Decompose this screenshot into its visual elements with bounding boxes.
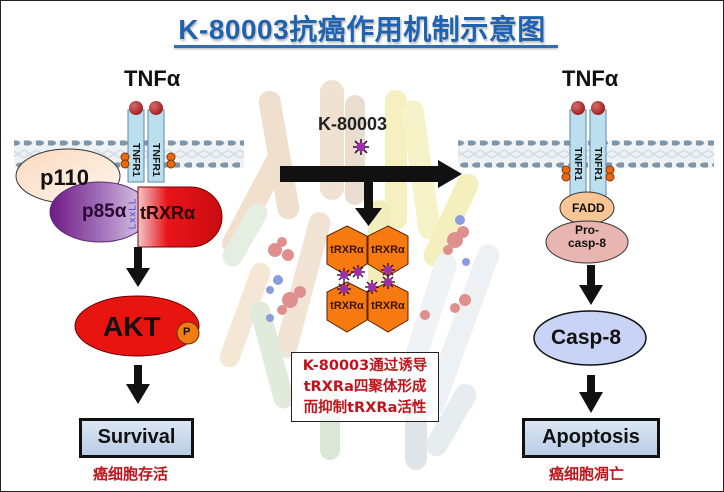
tnfa-label-left: TNFα bbox=[124, 66, 181, 91]
p85a-label: p85α bbox=[82, 201, 127, 222]
trxra-hexagon bbox=[367, 281, 409, 333]
title-underline bbox=[174, 45, 558, 48]
arrow-down-icon bbox=[126, 247, 150, 287]
lxxll-motif-label: LxxLL bbox=[127, 197, 139, 230]
caspase-8-protein bbox=[533, 310, 647, 366]
tnfr1-receptor-right-1 bbox=[569, 101, 587, 199]
arrow-down-icon bbox=[355, 182, 382, 226]
note-line: tRXRa四聚体形成 bbox=[303, 379, 427, 395]
arrow-down-icon bbox=[579, 375, 603, 413]
p110-label: p110 bbox=[40, 165, 89, 190]
pro-caspase-8-line: Pro- bbox=[575, 223, 599, 237]
tnfa-label-right: TNFα bbox=[562, 66, 619, 91]
tetramer-label-4: tRXRα bbox=[371, 300, 405, 312]
pro-caspase-8-line: casp-8 bbox=[567, 236, 607, 250]
akt-label: AKT bbox=[103, 311, 161, 342]
arrow-right-icon bbox=[280, 160, 462, 188]
note-line: 而抑制tRXRa活性 bbox=[303, 400, 427, 416]
apoptosis-box: Apoptosis bbox=[522, 418, 660, 458]
pro-caspase-8-label: Pro- casp-8 bbox=[566, 224, 608, 250]
tetramer-label-1: tRXRα bbox=[330, 244, 364, 256]
mechanism-note-box: K-80003通过诱导 tRXRa四聚体形成 而抑制tRXRa活性 bbox=[291, 352, 439, 422]
survival-box: Survival bbox=[79, 418, 194, 458]
survival-label: Survival bbox=[97, 426, 176, 448]
apoptosis-label: Apoptosis bbox=[542, 426, 640, 448]
tnfr1-label-left-2: TNFR1 bbox=[150, 143, 162, 177]
apoptosis-cn-label: 癌细胞凋亡 bbox=[549, 465, 625, 483]
phosphate-icon bbox=[605, 165, 615, 182]
akt-protein bbox=[74, 295, 200, 357]
k80003-label: K-80003 bbox=[318, 114, 388, 134]
arrow-down-icon bbox=[579, 265, 603, 305]
phosphate-icon bbox=[561, 165, 571, 182]
tnfr1-label-right-1: TNFR1 bbox=[572, 147, 584, 181]
star-molecule-icon bbox=[353, 139, 369, 155]
trxra-protein-left bbox=[137, 186, 223, 248]
tetramer-label-3: tRXRα bbox=[330, 300, 364, 312]
arrow-down-icon bbox=[126, 365, 150, 404]
tnfr1-receptor-left-1 bbox=[127, 101, 145, 183]
phosphate-icon bbox=[166, 152, 176, 169]
tnfr1-label-left-1: TNFR1 bbox=[130, 143, 142, 177]
tnfr1-receptor-left-2 bbox=[147, 101, 165, 183]
page-title: K-80003抗癌作用机制示意图 bbox=[178, 14, 546, 45]
phosphate-icon bbox=[120, 152, 130, 169]
trxra-tetramer bbox=[326, 225, 409, 333]
pro-caspase-8-protein bbox=[545, 220, 629, 264]
note-line: K-80003通过诱导 bbox=[302, 358, 428, 374]
caspase-8-label: Casp-8 bbox=[551, 326, 622, 349]
tetramer-label-2: tRXRα bbox=[371, 244, 405, 256]
akt-phospho-label: P bbox=[183, 326, 191, 338]
bound-drug-molecules bbox=[337, 263, 395, 296]
trxra-label-left: tRXRα bbox=[140, 203, 196, 223]
tnfr1-label-right-2: TNFR1 bbox=[592, 147, 604, 181]
fadd-label: FADD bbox=[572, 201, 605, 215]
akt-phospho-badge bbox=[176, 321, 200, 345]
survival-cn-label: 癌细胞存活 bbox=[93, 465, 169, 483]
